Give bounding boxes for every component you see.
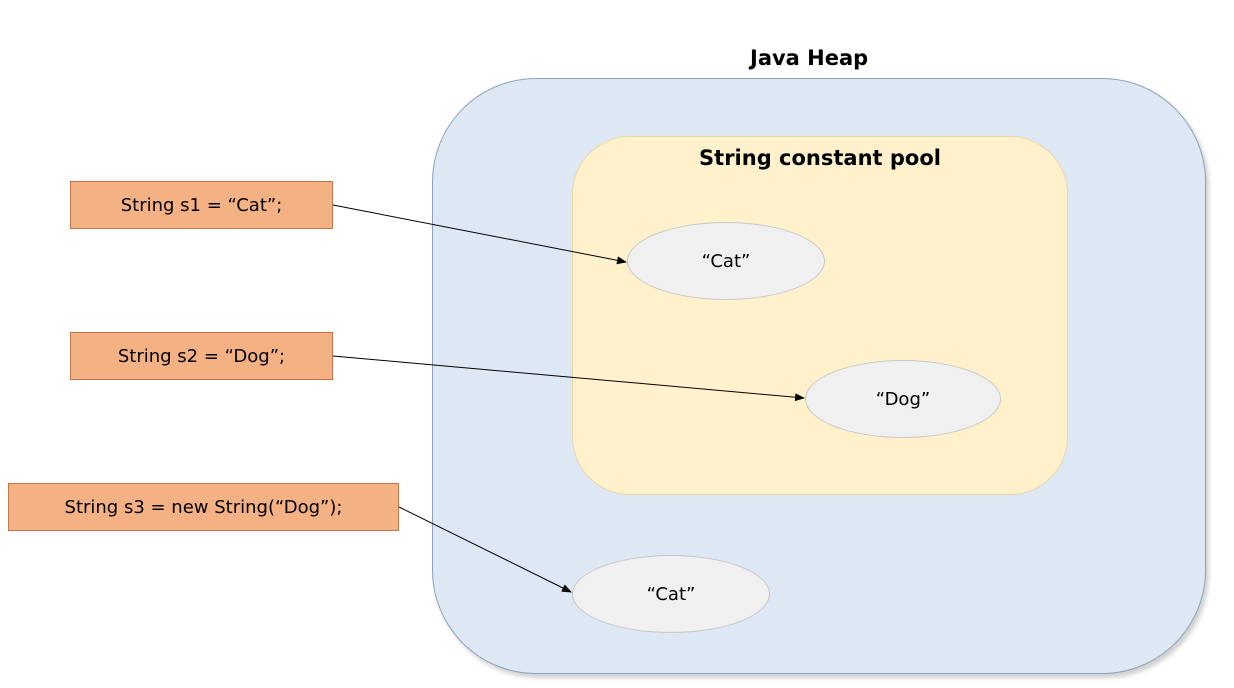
heap-object-cat: “Cat”: [572, 555, 770, 633]
heap-title: Java Heap: [750, 46, 869, 70]
declaration-s2: String s2 = “Dog”;: [70, 332, 333, 380]
declaration-s1: String s1 = “Cat”;: [70, 181, 333, 229]
pool-title: String constant pool: [699, 146, 941, 170]
pool-object-cat: “Cat”: [627, 222, 825, 300]
declaration-s3: String s3 = new String(“Dog”);: [8, 483, 399, 531]
arrow-s1-to-pool-cat: [332, 204, 627, 265]
arrow-s3-to-heap-cat: [398, 506, 572, 593]
string-constant-pool-region: [572, 136, 1068, 495]
arrow-s2-to-pool-dog: [332, 355, 805, 402]
pool-object-dog: “Dog”: [805, 360, 1001, 438]
